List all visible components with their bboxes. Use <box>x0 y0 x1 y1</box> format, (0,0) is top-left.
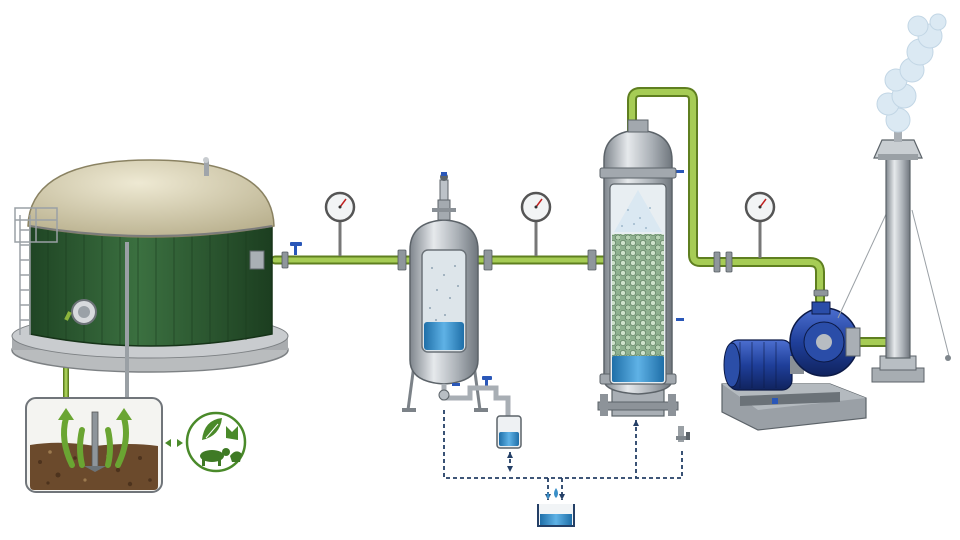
flare-stack-icon <box>837 128 951 383</box>
soil-gas-inset-icon <box>25 397 163 493</box>
smoke-plume-icon <box>876 13 947 133</box>
moisture-separator-icon <box>402 172 511 416</box>
digester-tank-icon <box>11 157 289 398</box>
pressure-gauge-icon <box>520 191 552 256</box>
blower-motor-icon <box>721 301 867 431</box>
pressure-gauge-icon <box>744 191 776 258</box>
double-arrow-icon <box>165 439 183 447</box>
gas-pipeline <box>63 87 910 401</box>
condensate-pot-icon <box>496 415 522 449</box>
water-collector-icon <box>537 488 575 527</box>
packed-scrubber-icon <box>597 119 679 417</box>
condensate-drain-lines <box>443 410 683 500</box>
flow-arrows <box>507 420 639 500</box>
feedstock-badge-icon <box>185 411 247 473</box>
valve-handles <box>290 170 684 389</box>
sample-tap-icon <box>676 426 690 442</box>
pressure-gauge-icon <box>324 191 356 256</box>
